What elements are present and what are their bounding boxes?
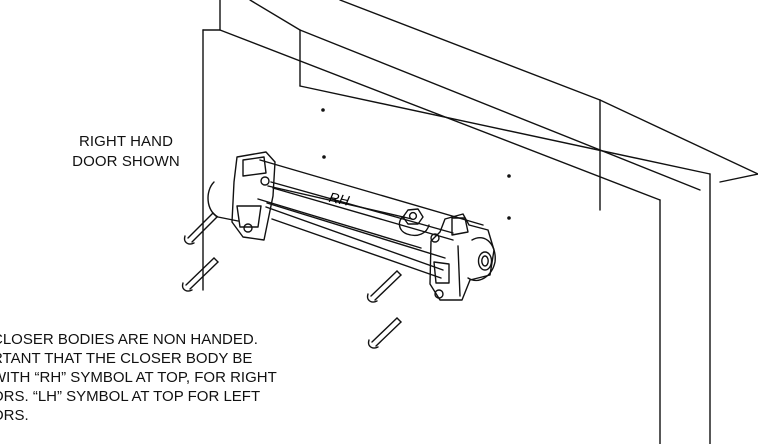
mounting-holes (321, 108, 511, 220)
rh-marking-text: RH (328, 189, 352, 209)
screw-1 (183, 212, 218, 245)
hole-2 (322, 155, 326, 159)
screw-3 (366, 270, 402, 303)
closer-body (207, 151, 496, 301)
door-orientation-label: RIGHT HAND DOOR SHOWN (72, 133, 180, 170)
hole-4 (507, 216, 511, 220)
hole-1 (321, 108, 325, 112)
installation-note: CLOSER BODIES ARE NON HANDED. RTANT THAT… (0, 331, 277, 424)
screw-4 (367, 317, 402, 349)
screw-2 (181, 257, 219, 292)
hole-3 (507, 174, 511, 178)
door-frame (202, 0, 758, 444)
